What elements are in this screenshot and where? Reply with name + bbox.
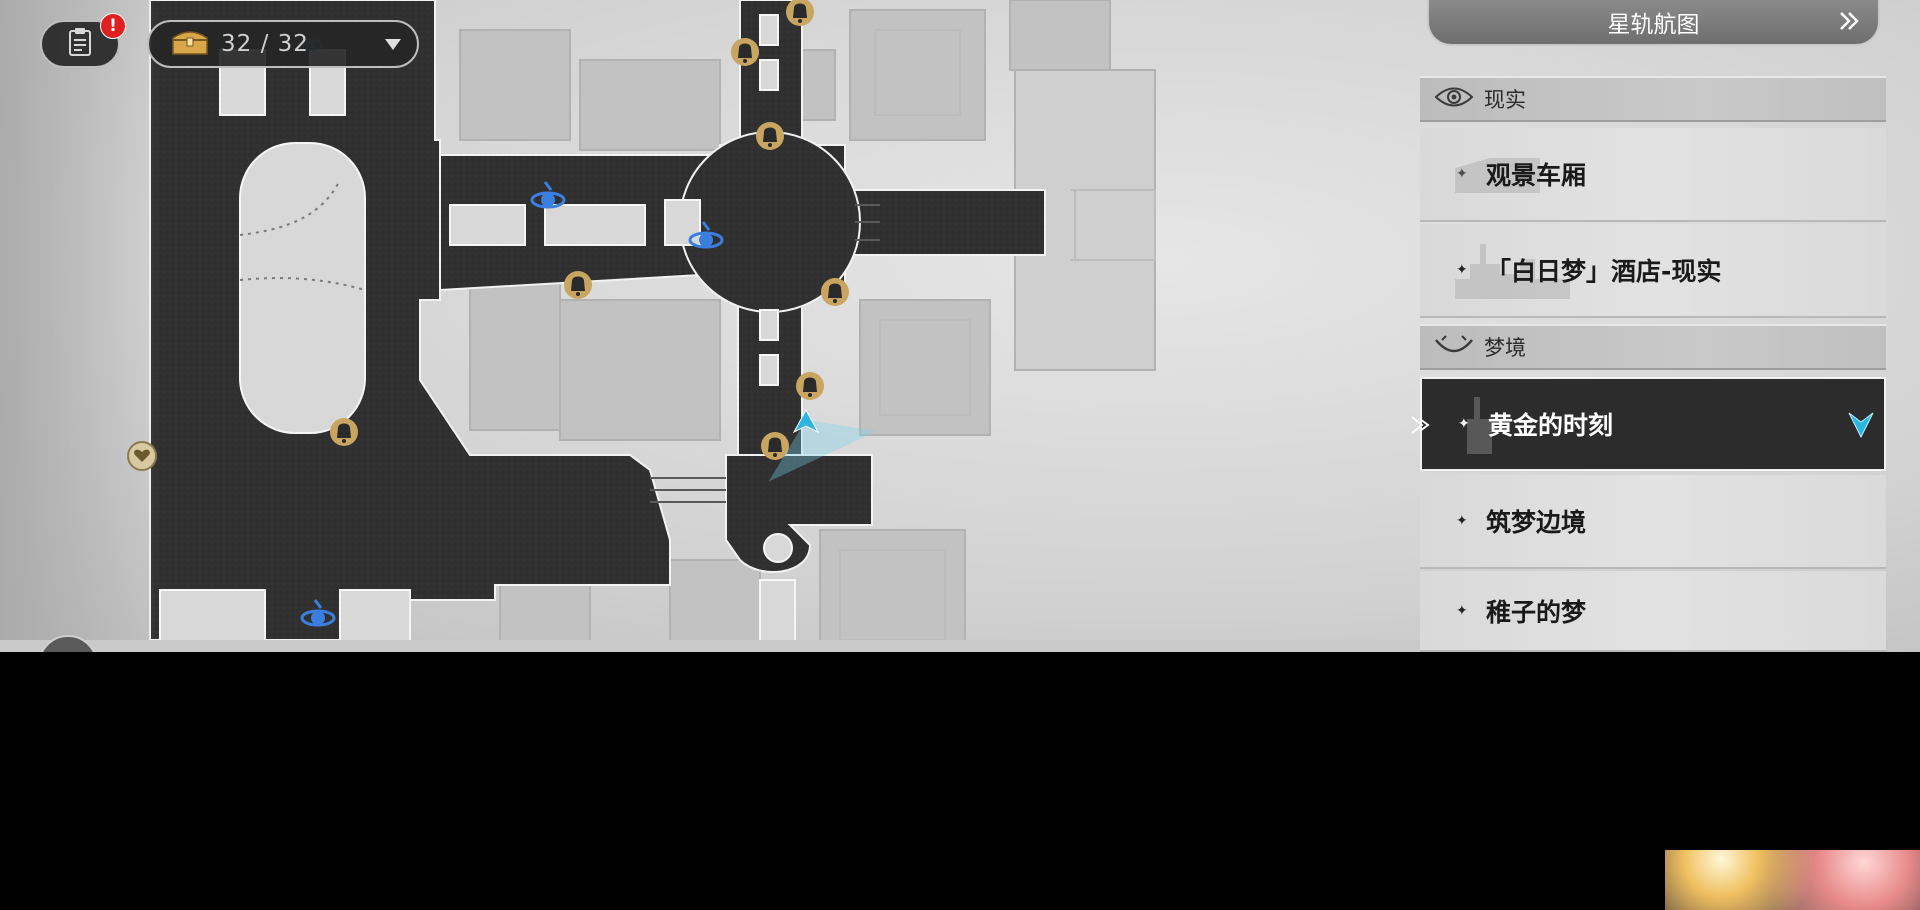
map-view[interactable]: ! 32 / 32 星轨航图 [0,0,1920,652]
area-thumbnail [1455,244,1570,299]
dream-icon [1434,332,1474,362]
chest-count: 32 / 32 [221,31,309,57]
bell-markers [330,0,849,460]
bell-icon[interactable] [564,271,592,299]
treasure-chest-icon [171,28,209,60]
background-glow [1665,850,1920,910]
panel-item-golden-hour[interactable]: ✦ 黄金的时刻 [1411,377,1886,471]
bell-icon[interactable] [330,418,358,446]
star-icon: ✦ [1456,602,1468,619]
clipboard-icon [68,28,92,60]
space-anchor-icon[interactable] [300,599,336,627]
panel-item-label: 稚子的梦 [1486,597,1587,627]
star-icon: ✦ [1456,166,1476,182]
double-chevron-right-icon [1838,10,1860,36]
space-anchor-icon[interactable] [688,221,724,249]
chest-counter-dropdown[interactable]: 32 / 32 [147,20,419,68]
letterbox-area [0,652,1920,910]
heart-icon[interactable] [127,441,157,471]
alert-badge: ! [100,13,126,39]
bell-icon[interactable] [731,38,759,66]
star-icon: ✦ [1456,262,1468,278]
panel-item-label: 观景车厢 [1486,161,1587,190]
panel-item-dream-edge[interactable]: ✦ 筑梦边境 [1420,475,1886,569]
area-thumbnail [1455,158,1540,193]
bell-icon[interactable] [796,372,824,400]
player-location-icon [768,408,878,482]
bell-icon[interactable] [786,0,814,26]
star-rail-map-button[interactable]: 星轨航图 [1427,0,1880,46]
space-anchor-icon[interactable] [530,181,566,209]
panel-item-dreamscape-hotel-reality[interactable]: ✦ 「白日梦」酒店-现实 [1420,224,1886,318]
star-icon: ✦ [1458,416,1470,432]
bell-icon[interactable] [756,122,784,150]
panel-item-label: 「白日梦」酒店-现实 [1486,257,1722,286]
panel-item-observation-car[interactable]: ✦ 观景车厢 [1420,128,1886,222]
section-label: 现实 [1484,88,1526,112]
star-icon: ✦ [1456,513,1468,529]
area-thumbnail [1467,397,1492,454]
section-header-dream: 梦境 [1420,324,1886,370]
panel-item-childs-dream[interactable]: ✦ 稚子的梦 [1420,571,1886,652]
dotted-paths [239,179,366,291]
selection-arrow-icon [1410,415,1434,439]
map-canvas[interactable] [0,0,1420,652]
bell-icon[interactable] [761,432,789,460]
floor-stairs [650,204,880,503]
triangle-down-icon[interactable] [385,36,401,55]
current-location-icon [1848,411,1874,443]
left-vignette [0,0,160,652]
map-bottom-edge [0,640,1420,652]
nav-title: 星轨航图 [1607,12,1700,38]
bell-icon[interactable] [821,278,849,306]
section-header-reality: 现实 [1420,76,1886,122]
eye-icon [1434,84,1474,114]
background-buildings [459,0,1156,652]
panel-item-label: 黄金的时刻 [1488,411,1614,440]
section-label: 梦境 [1484,336,1526,360]
panel-item-label: 筑梦边境 [1486,508,1587,537]
